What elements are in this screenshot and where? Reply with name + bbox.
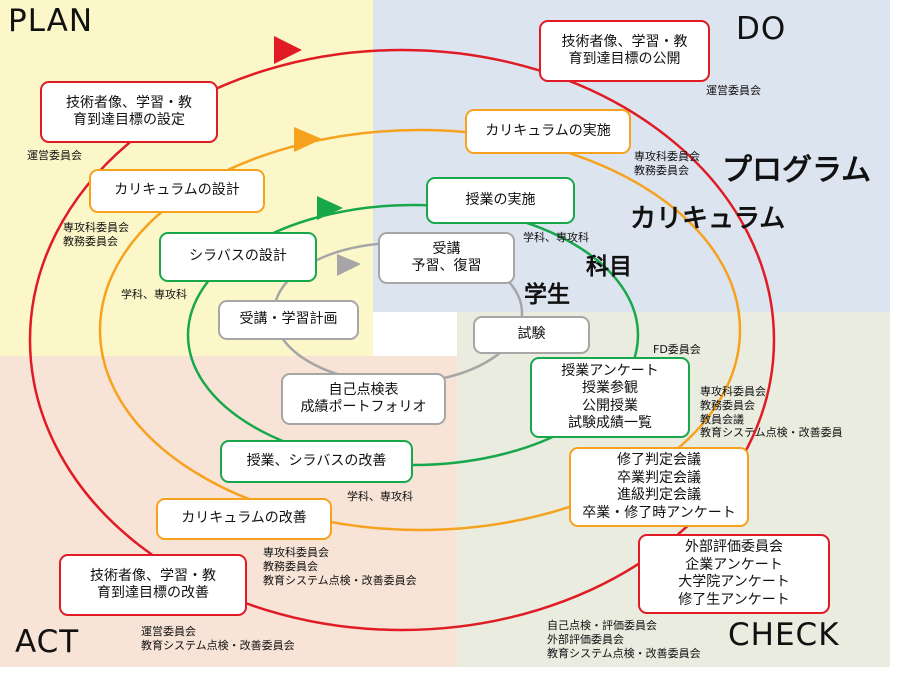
act-curriculum-note: 専攻科委員会 教務委員会 教育システム点検・改善委員会 bbox=[263, 546, 417, 587]
student-level-label: 学生 bbox=[524, 282, 570, 308]
course-loop bbox=[186, 203, 640, 467]
check-label: CHECK bbox=[728, 617, 840, 653]
program-check-box: 外部評価委員会 企業アンケート 大学院アンケート 修了生アンケート bbox=[638, 534, 830, 614]
check-curriculum-note: 専攻科委員会 教務委員会 教員会議 教育システム点検・改善委員 bbox=[700, 385, 843, 440]
program-plan-box: 技術者像、学習・教 育到達目標の設定 bbox=[40, 81, 218, 143]
student-act-box: 自己点検表 成績ポートフォリオ bbox=[281, 373, 446, 425]
plan-course-note: 学科、専攻科 bbox=[121, 288, 187, 301]
plan-program-note: 運営委員会 bbox=[27, 149, 82, 162]
do-program-note: 運営委員会 bbox=[706, 84, 761, 97]
course-arrow bbox=[317, 196, 343, 220]
act-label: ACT bbox=[15, 624, 80, 660]
student-do-box: 受講 予習、復習 bbox=[378, 232, 515, 284]
do-label: DO bbox=[736, 11, 787, 47]
student-plan-box: 受講・学習計画 bbox=[218, 300, 359, 340]
student-check-box: 試験 bbox=[473, 316, 590, 354]
course-do-box: 授業の実施 bbox=[426, 177, 575, 224]
check-course-note: FD委員会 bbox=[653, 343, 701, 356]
course-plan-box: シラバスの設計 bbox=[159, 232, 317, 282]
check-program-note: 自己点検・評価委員会 外部評価委員会 教育システム点検・改善委員会 bbox=[547, 619, 701, 660]
curriculum-do-box: カリキュラムの実施 bbox=[465, 109, 631, 154]
course-act-box: 授業、シラバスの改善 bbox=[220, 440, 413, 483]
curriculum-level-label: カリキュラム bbox=[630, 204, 786, 234]
course-check-box: 授業アンケート 授業参観 公開授業 試験成績一覧 bbox=[530, 357, 690, 438]
program-level-label: プログラム bbox=[722, 153, 872, 188]
program-do-box: 技術者像、学習・教 育到達目標の公開 bbox=[539, 20, 710, 82]
do-course-note: 学科、専攻科 bbox=[523, 231, 589, 244]
plan-label: PLAN bbox=[8, 3, 94, 39]
do-curriculum-note: 専攻科委員会 教務委員会 bbox=[634, 150, 700, 177]
curriculum-act-box: カリキュラムの改善 bbox=[156, 498, 332, 540]
course-level-label: 科目 bbox=[586, 254, 632, 280]
act-course-note: 学科、専攻科 bbox=[347, 490, 413, 503]
student-arrow bbox=[337, 254, 361, 276]
program-arrow bbox=[274, 36, 302, 64]
curriculum-arrow bbox=[294, 127, 322, 152]
curriculum-check-box: 修了判定会議 卒業判定会議 進級判定会議 卒業・修了時アンケート bbox=[569, 447, 749, 527]
act-program-note: 運営委員会 教育システム点検・改善委員会 bbox=[141, 625, 295, 652]
curriculum-loop bbox=[98, 128, 742, 532]
program-act-box: 技術者像、学習・教 育到達目標の改善 bbox=[59, 554, 247, 616]
program-loop bbox=[28, 48, 776, 632]
curriculum-plan-box: カリキュラムの設計 bbox=[89, 169, 265, 213]
plan-curriculum-note: 専攻科委員会 教務委員会 bbox=[63, 221, 129, 248]
